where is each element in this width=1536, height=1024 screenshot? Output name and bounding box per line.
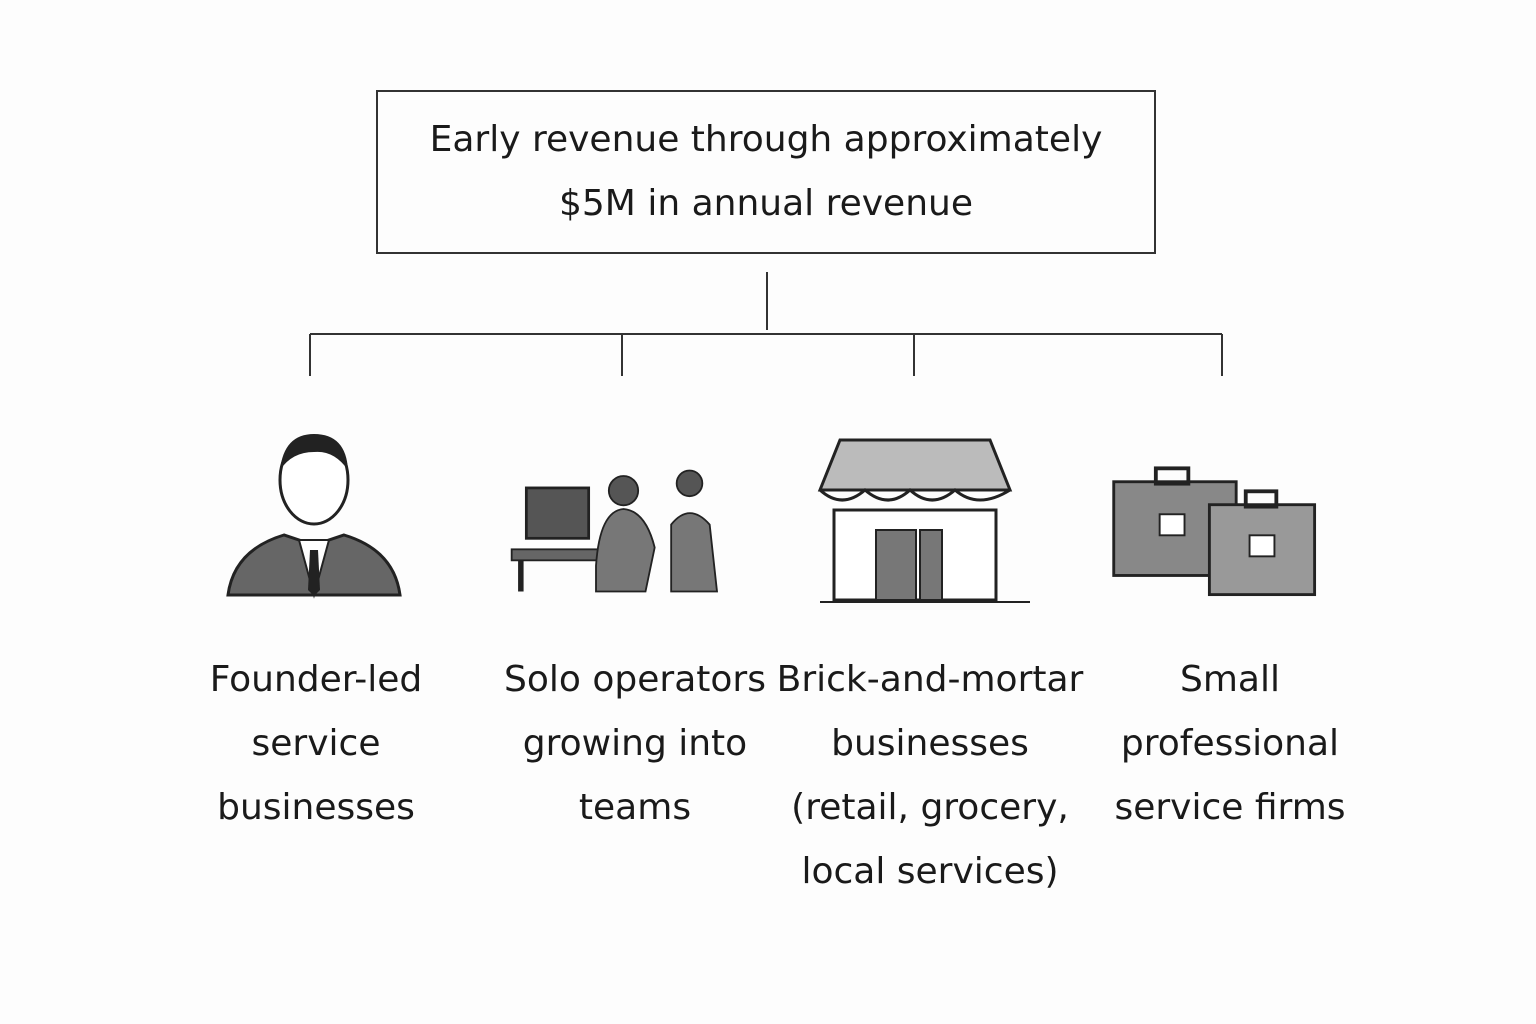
team-at-computer-icon [510, 469, 719, 593]
label-founder-led: Founder-led service businesses [209, 659, 423, 828]
root-line-2: $5M in annual revenue [559, 183, 973, 224]
storefront-icon [817, 438, 1030, 603]
label-solo-operators: Solo operators growing into teams [504, 659, 766, 828]
root-line-1: Early revenue through approximately [429, 119, 1103, 160]
label-brick-and-mortar: Brick-and-mortar businesses (retail, gro… [776, 659, 1084, 892]
briefcases-icon [1112, 466, 1317, 597]
label-professional-firms: Small professional service firms [1114, 659, 1346, 828]
root-node: Early revenue through approximately $5M i… [376, 90, 1156, 254]
businessman-icon [226, 434, 402, 599]
